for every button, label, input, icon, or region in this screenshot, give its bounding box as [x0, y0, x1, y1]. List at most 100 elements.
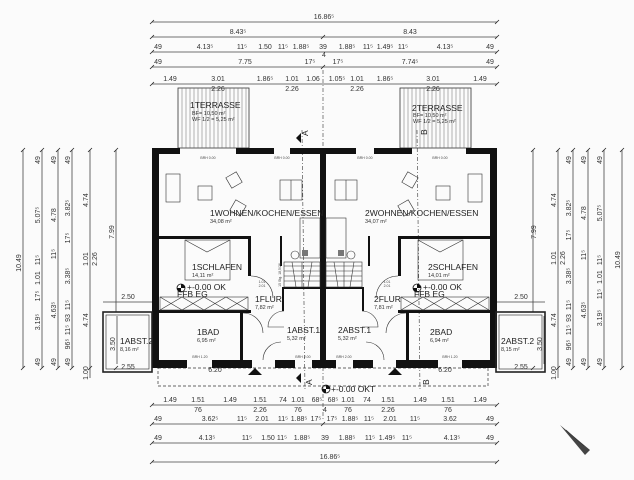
dimension-label: 7.75: [238, 59, 252, 66]
dimension-label: 1.06: [306, 76, 320, 83]
window-brh-label: BRH 2.00: [336, 355, 351, 359]
room-name-storage-2b: 2ABST.2: [501, 336, 534, 346]
dimension-ticks: [20, 19, 625, 465]
dimension-label: 2.26: [92, 252, 99, 266]
dimension-label: 10.49: [615, 251, 622, 269]
dimension-label: 49: [65, 358, 72, 366]
window-brh-label: BRH 0.00: [432, 156, 447, 160]
dimension-tick: [320, 421, 326, 427]
dimension-tick: [494, 459, 500, 465]
section-a-marker-bottom: [296, 373, 301, 383]
dimension-label: 68⁵: [312, 397, 323, 404]
terrace-1: [177, 87, 250, 149]
dimension-label: 76: [294, 407, 302, 414]
dimension-label: 49: [154, 44, 162, 51]
dimension-label: 11⁵: [364, 416, 374, 423]
dimension-label: 11⁵: [278, 44, 288, 51]
window-brh-label: BRH 0.00: [357, 156, 372, 160]
porch-dimension: 6.20: [438, 367, 452, 374]
dimension-tick: [149, 440, 155, 446]
dimension-label: 74: [279, 397, 287, 404]
dimension-label: 11⁵: [277, 435, 287, 442]
room-area-hall-1: 7,82 m²: [255, 305, 274, 311]
section-a-marker-top: [296, 133, 301, 143]
dimension-tick: [113, 147, 119, 153]
dimension-label: 4.63⁵: [51, 302, 58, 319]
dimension-label: 11⁵: [65, 325, 72, 335]
dimension-label: 1.01: [341, 397, 355, 404]
room-name-living-2: 2WOHNEN/KOCHEN/ESSEN: [365, 208, 478, 218]
dimension-label: 1.49: [223, 397, 237, 404]
dimension-tick: [494, 34, 500, 40]
dimension-label: 4.13⁵: [444, 435, 461, 442]
level-marker-icon: [321, 384, 331, 394]
dimension-tick: [494, 402, 500, 408]
dimension-label: 11⁵: [410, 416, 420, 423]
stair-label: 15 Stg. 18,5/26: [278, 263, 282, 287]
dimension-label: 49: [51, 358, 58, 366]
dimension-label: 1.49: [473, 76, 487, 83]
dimension-label: 4.78: [51, 208, 58, 222]
dimension-label: 17⁵: [333, 59, 344, 66]
dimension-label: 49: [597, 156, 604, 164]
dimension-label: 11⁵: [51, 249, 58, 259]
dimension-tick: [320, 34, 326, 40]
room-area-bed-2: 14,01 m²: [428, 273, 450, 279]
dimension-label: 17⁵: [566, 230, 573, 241]
dimension-label: 49: [35, 358, 42, 366]
dimension-label: 2.50: [121, 294, 135, 301]
dimension-label: 11⁵: [242, 435, 252, 442]
section-line-b: [416, 129, 421, 391]
dimension-label: 1.49: [163, 76, 177, 83]
dimension-label: 76: [344, 407, 352, 414]
dimension-tick: [570, 365, 576, 371]
window-brh-label: BRH 2.00: [295, 355, 310, 359]
room-name-bed-1: 1SCHLAFEN: [192, 262, 242, 272]
dimension-label: 5.07⁵: [35, 207, 42, 224]
room-area-living-2: 34,07 m²: [365, 219, 387, 225]
dimension-label: 11⁵: [363, 44, 373, 51]
dimension-label: 49: [154, 435, 162, 442]
dimension-tick: [87, 147, 93, 153]
dimension-label: 2.26: [211, 86, 225, 93]
dimension-tick: [619, 365, 625, 371]
dimension-label: 4.13⁵: [199, 435, 216, 442]
room-name-storage-1b: 1ABST.2: [120, 336, 153, 346]
dimension-label: 4: [322, 52, 326, 59]
section-label-a-bottom: A: [304, 379, 314, 385]
room-area-storage-2b: 8,15 m²: [501, 347, 520, 353]
dimension-tick: [69, 365, 75, 371]
dimension-label: 1.88⁵: [339, 435, 356, 442]
dimension-tick: [585, 365, 591, 371]
dimension-label: 1.88⁵: [294, 435, 311, 442]
dimension-tick: [149, 49, 155, 55]
dimension-tick: [149, 402, 155, 408]
entrance-arrow-1: [248, 368, 262, 375]
room-name-hall-2: 2FLUR: [374, 294, 401, 304]
door-height-label: 2.01: [259, 284, 266, 288]
room-area-storage-1b: 8,16 m²: [120, 347, 139, 353]
dimension-label: 76: [194, 407, 202, 414]
dimension-tick: [39, 365, 45, 371]
dimension-tick: [20, 147, 26, 153]
dimension-label: 11⁵: [365, 435, 375, 442]
dimension-label: 11⁵: [35, 255, 42, 265]
dimension-tick: [149, 81, 155, 87]
dimension-tick: [149, 421, 155, 427]
dimension-label: 16.86⁵: [314, 14, 335, 21]
dimension-label: 11⁵: [402, 435, 412, 442]
dimension-label: 39: [319, 44, 327, 51]
section-label-a-top: A: [300, 130, 310, 136]
dimension-label: 3.38⁵: [566, 268, 573, 285]
wardrobe-right: [400, 296, 490, 311]
dimension-label: 7.99: [109, 225, 116, 239]
dimension-tick: [601, 147, 607, 153]
dimension-label: 2.26: [560, 251, 567, 265]
section-label-b-top: B: [419, 129, 429, 135]
bed-left: [184, 239, 231, 281]
dimension-label: 68⁵: [328, 397, 339, 404]
dimension-label: 3.50: [110, 337, 117, 351]
dimension-label: 1.05⁵: [329, 76, 346, 83]
room-name-storage-2a: 2ABST.1: [338, 325, 371, 335]
